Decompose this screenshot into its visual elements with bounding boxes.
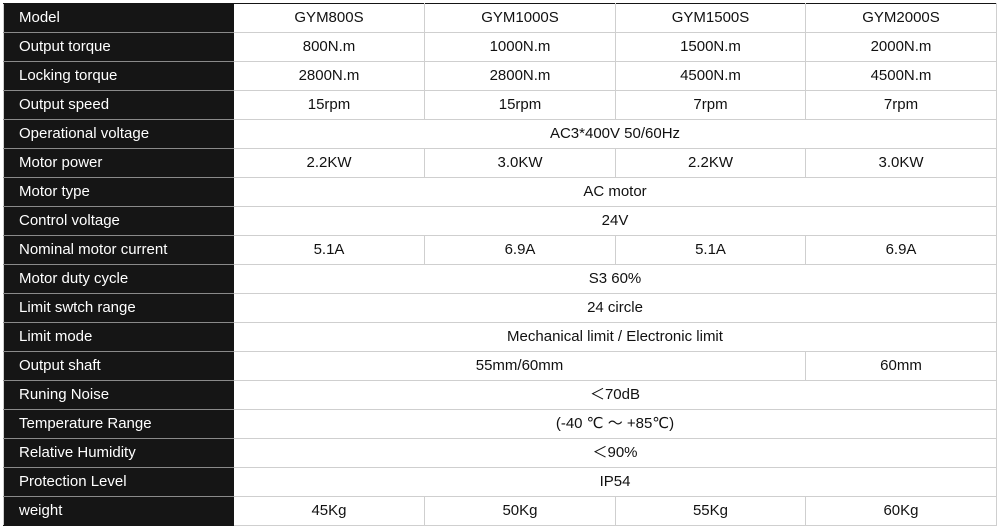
row-label: Output shaft — [3, 351, 234, 381]
row-label: weight — [3, 496, 234, 526]
table-cell: 2800N.m — [424, 61, 616, 91]
table-cell: 2000N.m — [805, 32, 997, 62]
table-cell: 2.2KW — [615, 148, 806, 178]
table-cell: 60Kg — [805, 496, 997, 526]
table-cell: 4500N.m — [805, 61, 997, 91]
table-cell: 24V — [233, 206, 997, 236]
table-cell: 1000N.m — [424, 32, 616, 62]
row-label: Locking torque — [3, 61, 234, 91]
row-label: Motor type — [3, 177, 234, 207]
row-label: Runing Noise — [3, 380, 234, 410]
table-cell: GYM1500S — [615, 3, 806, 33]
row-label: Control voltage — [3, 206, 234, 236]
table-cell: ＜90% — [233, 438, 997, 468]
row-label: Nominal motor current — [3, 235, 234, 265]
table-cell: 60mm — [805, 351, 997, 381]
table-cell: Mechanical limit / Electronic limit — [233, 322, 997, 352]
table-cell: GYM2000S — [805, 3, 997, 33]
table-cell: 55Kg — [615, 496, 806, 526]
row-label: Operational voltage — [3, 119, 234, 149]
row-label: Limit mode — [3, 322, 234, 352]
row-label: Limit swtch range — [3, 293, 234, 323]
table-row: Temperature Range(-40 ℃ ～ +85℃) — [3, 409, 997, 439]
table-row: Runing Noise＜70dB — [3, 380, 997, 410]
table-cell: 7rpm — [805, 90, 997, 120]
table-cell: 3.0KW — [424, 148, 616, 178]
table-cell: 45Kg — [233, 496, 425, 526]
table-cell: 15rpm — [233, 90, 425, 120]
row-label: Temperature Range — [3, 409, 234, 439]
table-cell: AC3*400V 50/60Hz — [233, 119, 997, 149]
table-cell: (-40 ℃ ～ +85℃) — [233, 409, 997, 439]
row-label: Model — [3, 3, 234, 33]
table-cell: 2800N.m — [233, 61, 425, 91]
table-cell: S3 60% — [233, 264, 997, 294]
table-cell: 15rpm — [424, 90, 616, 120]
table-cell: 1500N.m — [615, 32, 806, 62]
table-cell: 50Kg — [424, 496, 616, 526]
table-cell: GYM800S — [233, 3, 425, 33]
table-cell: AC motor — [233, 177, 997, 207]
table-cell: ＜70dB — [233, 380, 997, 410]
table-cell: 55mm/60mm — [233, 351, 806, 381]
table-cell: 5.1A — [615, 235, 806, 265]
row-label: Relative Humidity — [3, 438, 234, 468]
table-cell: 5.1A — [233, 235, 425, 265]
table-cell: 6.9A — [424, 235, 616, 265]
table-cell: 3.0KW — [805, 148, 997, 178]
row-label: Output speed — [3, 90, 234, 120]
table-cell: 2.2KW — [233, 148, 425, 178]
row-label: Motor duty cycle — [3, 264, 234, 294]
row-label: Motor power — [3, 148, 234, 178]
table-cell: 7rpm — [615, 90, 806, 120]
table-row: Relative Humidity＜90% — [3, 438, 997, 468]
table-cell: 24 circle — [233, 293, 997, 323]
table-cell: IP54 — [233, 467, 997, 497]
table-cell: GYM1000S — [424, 3, 616, 33]
table-cell: 800N.m — [233, 32, 425, 62]
row-label: Protection Level — [3, 467, 234, 497]
table-cell: 6.9A — [805, 235, 997, 265]
table-cell: 4500N.m — [615, 61, 806, 91]
row-label: Output torque — [3, 32, 234, 62]
